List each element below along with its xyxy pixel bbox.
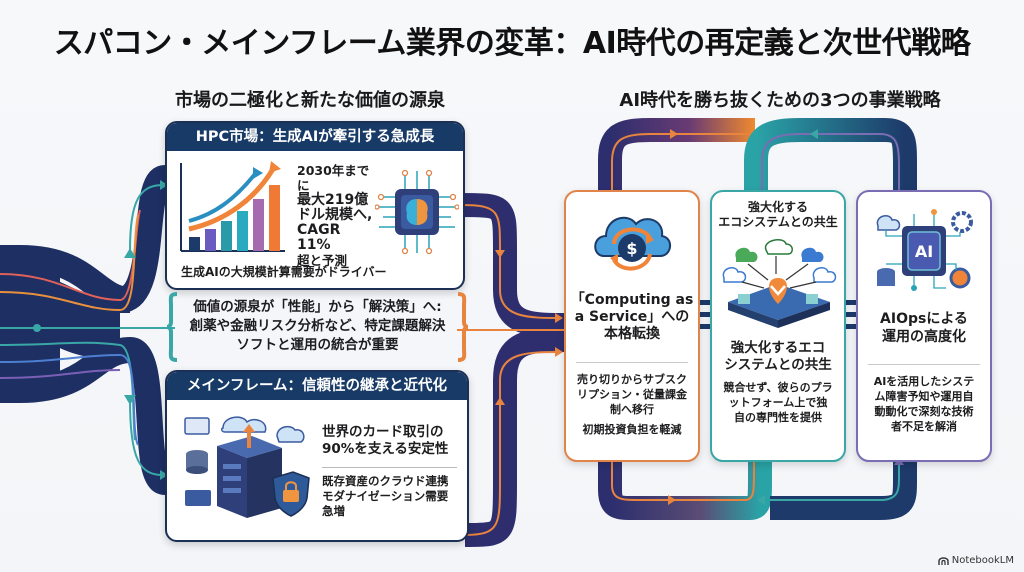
strategy-card-ecosystem: 強大化する エコシステムとの共生 強大化するエコ システムとの共生 競合せず、彼… bbox=[710, 190, 846, 462]
divider bbox=[868, 364, 980, 365]
arrow-right-icon bbox=[670, 129, 678, 139]
ai-chip-ops-icon: AI bbox=[876, 209, 973, 291]
hpc-market-card: HPC市場：生成AIが牽引する急成長 2030年までに 最大219億 ドル規模へ… bbox=[165, 121, 465, 290]
server-cloud-security-icon bbox=[184, 416, 310, 518]
value-source-text: 価値の源泉が「性能」から「解決策」へ: 創薬や金融リスク分析など、特定課題解決 … bbox=[175, 298, 460, 355]
mainframe-stat: 世界のカード取引の 90%を支える安定性 bbox=[322, 424, 462, 458]
merge-band-top bbox=[460, 193, 567, 337]
strategy-description: 競合せず、彼らのプラ ットフォーム上で独 自の専門性を提供 bbox=[716, 380, 840, 425]
left-trunk-band bbox=[0, 165, 171, 313]
arrow-left-icon bbox=[757, 495, 765, 505]
left-trunk-band-lower bbox=[0, 336, 172, 495]
strategy-title-line: a Service」への bbox=[574, 309, 690, 325]
right-section-title: AI時代を勝ち抜くための3つの事業戦略 bbox=[619, 90, 941, 111]
bracket-left-icon bbox=[166, 292, 178, 362]
hpc-stat: 2030年までに 最大219億 ドル規模へ, CAGR 11% 超と予測 bbox=[297, 163, 377, 268]
strategy-desc-line: 制へ移行 bbox=[610, 403, 654, 416]
divider bbox=[576, 362, 688, 363]
arrow-left-icon bbox=[810, 129, 818, 139]
hpc-stat-line: 超と予測 bbox=[297, 253, 348, 268]
ecosystem-platform-icon bbox=[722, 239, 837, 328]
strategy-desc-line: 者不足を解消 bbox=[891, 420, 957, 433]
hpc-footer: 生成AIの大規模計算需要がドライバー bbox=[181, 265, 387, 279]
strategy-top-label: 強大化する エコシステムとの共生 bbox=[716, 200, 840, 230]
strategy-desc-line: 売り切りからサブスク bbox=[577, 373, 687, 386]
strategy-card-aiops: AI AIOpsによる 運用の高度化 AIを活用したシステ ム障害予知や運用自 … bbox=[856, 190, 992, 462]
mainframe-sub-line: 急増 bbox=[322, 504, 345, 518]
notebooklm-logo-icon bbox=[938, 556, 949, 565]
ai-brain-chip-icon bbox=[375, 169, 459, 255]
strategy-title: AIOpsによる 運用の高度化 bbox=[862, 310, 986, 346]
divider bbox=[322, 467, 457, 468]
merge-band-bottom bbox=[464, 328, 567, 547]
strategy-description: 売り切りからサブスク リプション・従量課金 制へ移行 初期投資負担を軽減 bbox=[570, 372, 694, 437]
value-source-line: 価値の源泉が「性能」から「解決策」へ: bbox=[193, 299, 442, 315]
watermark-text: NotebookLM bbox=[951, 555, 1014, 566]
mainframe-stat-line: 90%を支える安定性 bbox=[322, 441, 449, 457]
bottom-loop-1 bbox=[598, 456, 772, 521]
value-source-line: ソフトと運用の統合が重要 bbox=[236, 337, 399, 353]
value-source-line: 創薬や金融リスク分析など、特定課題解決 bbox=[189, 318, 446, 334]
arrow-up-icon bbox=[124, 248, 136, 258]
hpc-stat-line: ドル規模へ, bbox=[297, 207, 373, 223]
strategy-desc-line: リプション・従量課金 bbox=[577, 388, 687, 401]
svg-text:$: $ bbox=[626, 239, 637, 258]
strategy-card-caas: $ 「Computing as a Service」への 本格転換 売り切りから… bbox=[564, 190, 700, 462]
arrow-right-icon bbox=[160, 470, 168, 480]
watermark: NotebookLM bbox=[938, 555, 1014, 566]
left-section-title: 市場の二極化と新たな価値の源泉 bbox=[175, 90, 445, 111]
top-loop-2 bbox=[744, 118, 917, 192]
strategy-title-line: 「Computing as bbox=[570, 292, 694, 308]
mainframe-sub-line: モダナイゼーション需要 bbox=[322, 489, 449, 503]
bar-chart-growth-icon bbox=[180, 161, 285, 252]
strategy-desc-line: ットフォーム上で独 bbox=[728, 396, 828, 409]
strategy-top-label-line: エコシステムとの共生 bbox=[718, 215, 838, 229]
strategy-title: 「Computing as a Service」への 本格転換 bbox=[570, 292, 694, 343]
strategy-desc-line: ム障害予知や運用自 bbox=[874, 390, 974, 403]
value-source-box: 価値の源泉が「性能」から「解決策」へ: 創薬や金融リスク分析など、特定課題解決 … bbox=[166, 292, 469, 362]
bottom-loop-2 bbox=[770, 456, 917, 520]
mainframe-card-header: メインフレーム：信頼性の継承と近代化 bbox=[167, 372, 467, 400]
chip-label: AI bbox=[915, 242, 933, 261]
strategy-title-line: 強大化するエコ bbox=[730, 340, 826, 356]
hpc-card-header: HPC市場：生成AIが牽引する急成長 bbox=[167, 123, 463, 151]
mainframe-stat-line: 世界のカード取引の bbox=[322, 424, 444, 440]
strategy-desc-line: 競合せず、彼らのプラ bbox=[723, 381, 833, 394]
strategy-description: AIを活用したシステ ム障害予知や運用自 動動化で深刻な技術 者不足を解消 bbox=[862, 374, 986, 434]
strategy-extra: 初期投資負担を軽減 bbox=[582, 423, 682, 436]
hpc-stat-line: 2030年までに bbox=[297, 163, 370, 193]
strategy-title-line: AIOpsによる bbox=[880, 311, 968, 327]
strategy-desc-line: 動動化で深刻な技術 bbox=[874, 405, 974, 418]
strategy-title-line: システムとの共生 bbox=[724, 357, 832, 373]
flow-line-blue bbox=[0, 353, 139, 446]
arrow-right-icon bbox=[160, 180, 168, 190]
hpc-stat-line: CAGR 11% bbox=[297, 222, 341, 253]
strategy-desc-line: 自の専門性を提供 bbox=[734, 411, 822, 424]
main-title: スパコン・メインフレーム業界の変革：AI時代の再定義と次世代戦略 bbox=[53, 26, 971, 61]
top-loop-1 bbox=[598, 118, 755, 192]
mainframe-sub: 既存資産のクラウド連携 モダナイゼーション需要 急増 bbox=[322, 474, 462, 519]
arrow-right-icon bbox=[668, 495, 676, 505]
bracket-right-icon bbox=[457, 292, 469, 362]
strategy-top-label-line: 強大化する bbox=[747, 200, 808, 214]
mainframe-card: メインフレーム：信頼性の継承と近代化 世界のカード取引の 90%を支える安定性 … bbox=[165, 370, 469, 542]
strategy-desc-line: AIを活用したシステ bbox=[873, 375, 975, 388]
arrow-down-icon bbox=[124, 395, 136, 405]
cloud-dollar-cycle-icon: $ bbox=[594, 216, 671, 271]
strategy-title-line: 本格転換 bbox=[604, 326, 660, 342]
flow-line-orange bbox=[0, 214, 139, 312]
mainframe-sub-line: 既存資産のクラウド連携 bbox=[322, 474, 449, 488]
strategy-title: 強大化するエコ システムとの共生 bbox=[716, 340, 840, 374]
strategy-title-line: 運用の高度化 bbox=[882, 329, 966, 345]
flow-line-purple bbox=[0, 369, 121, 379]
flow-node bbox=[33, 324, 41, 332]
hpc-stat-line: 最大219億 bbox=[297, 192, 369, 208]
